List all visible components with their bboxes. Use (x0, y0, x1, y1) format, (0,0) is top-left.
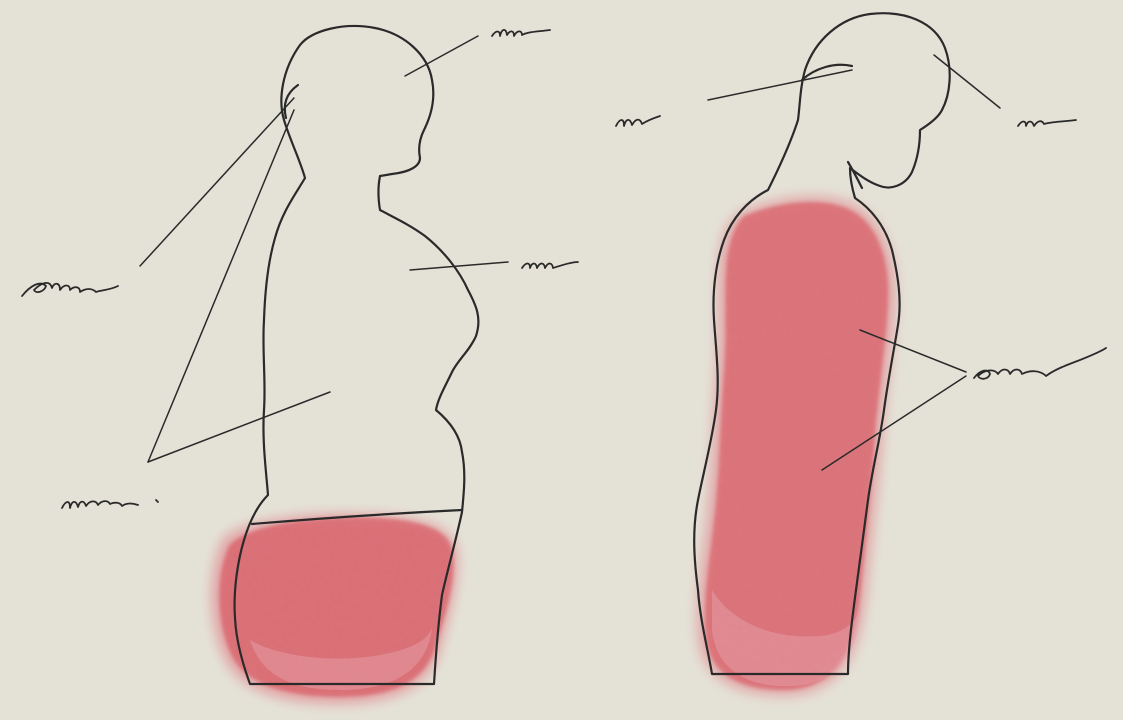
scribble-head-right-left (616, 116, 660, 126)
scribble-back-left (22, 283, 118, 296)
leader-back-upper (140, 98, 294, 266)
left-figure (211, 26, 478, 704)
leader-lower-b (148, 392, 330, 462)
scribble-head-right (1018, 120, 1076, 126)
leader-head-right-out (934, 55, 1000, 108)
leader-lower-a (148, 110, 294, 462)
scribble-chest-left (522, 262, 578, 268)
leader-head-right-in (708, 70, 852, 100)
scribble-head-left (492, 30, 550, 36)
scribble-lower-left-dot (156, 500, 158, 502)
right-figure (694, 13, 949, 696)
scribble-lower-left (62, 501, 138, 508)
leader-head-left (405, 36, 478, 76)
right-figure-shaded-region (697, 196, 896, 696)
left-figure-shaded-region (211, 514, 457, 704)
leader-chest-left (410, 262, 508, 270)
scribble-trunk-right (974, 348, 1106, 379)
right-back-arm-line (802, 65, 852, 80)
handwritten-annotations (22, 30, 1106, 508)
